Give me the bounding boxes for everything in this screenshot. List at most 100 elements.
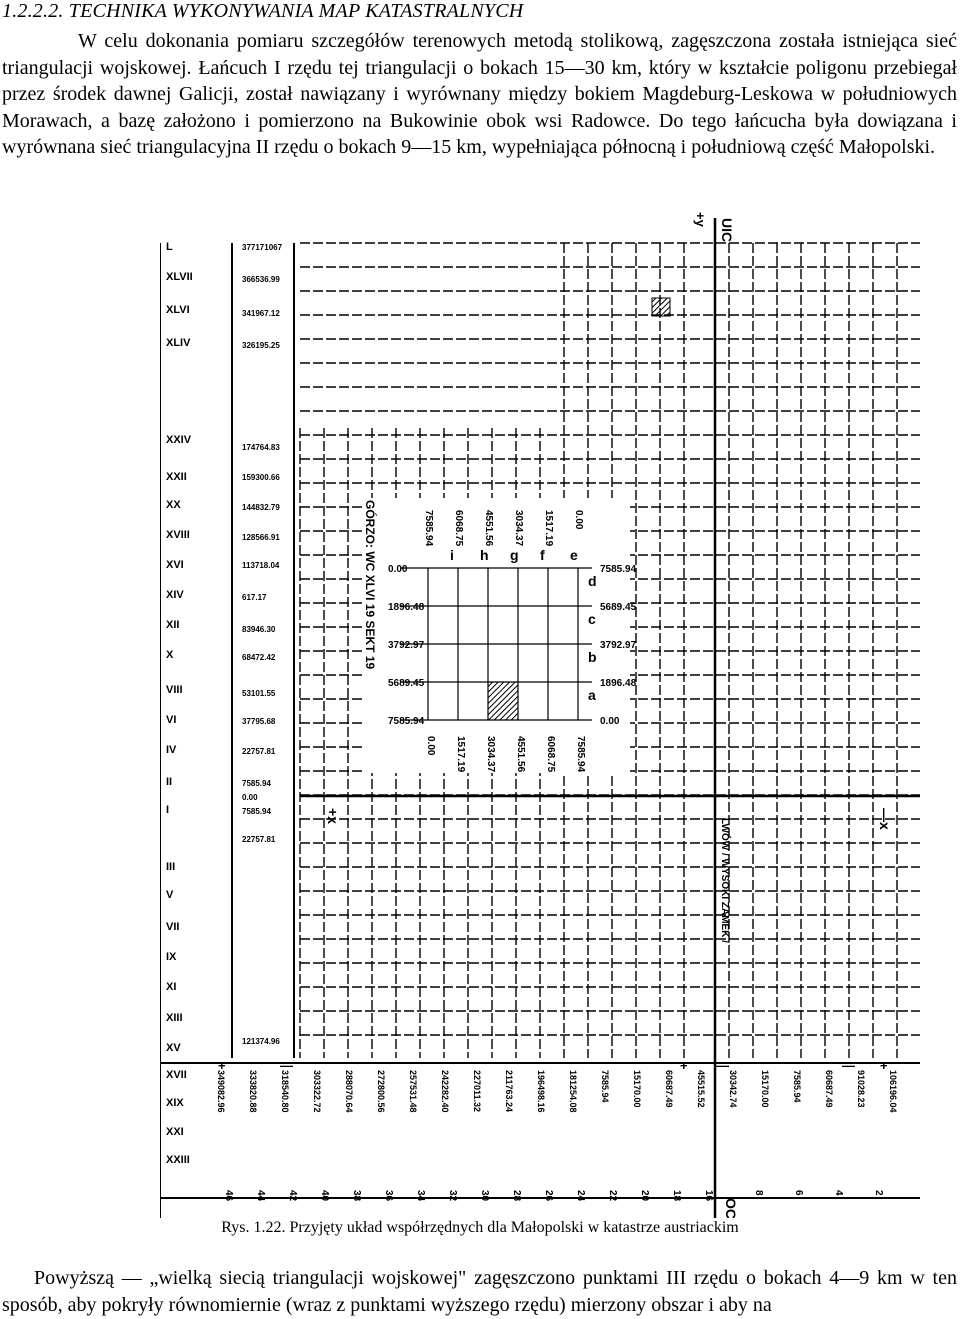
inset-top-number: 7585.94 xyxy=(423,510,434,547)
column-label: 42 xyxy=(287,1190,298,1202)
bottom-coordinate-value: 288070.64 xyxy=(344,1070,354,1113)
left-coordinate-value: 144832.79 xyxy=(242,503,280,512)
meridian-label: LWÓW / WYSOKI ZAMEK / xyxy=(719,818,732,943)
column-label: 26 xyxy=(543,1190,554,1202)
paragraph-1-text: W celu dokonania pomiaru szczegółów tere… xyxy=(2,30,957,158)
row-label: II xyxy=(166,776,172,788)
bottom-coordinate-value: 318540.80 xyxy=(280,1070,290,1113)
inset-top-number: 0.00 xyxy=(573,510,584,530)
column-label: 44 xyxy=(255,1190,266,1202)
inset-side-letter: b xyxy=(588,649,597,665)
bottom-coordinate-value: 196498.16 xyxy=(536,1070,546,1113)
bottom-coordinate-value: 106196.04 xyxy=(888,1070,898,1113)
axis-sign-mark: + xyxy=(880,1058,888,1073)
inset-top-letter: g xyxy=(510,547,519,563)
row-label: XXII xyxy=(166,471,187,483)
row-label: VI xyxy=(166,714,176,726)
inset-top-number: 4551.56 xyxy=(483,510,494,547)
sheet-label: GÓRZO: WC XLVI 19 SEKT 19 xyxy=(363,500,378,669)
row-label: VII xyxy=(166,921,179,933)
axis-bottom-label: OC xyxy=(723,1198,739,1218)
row-label: XLIV xyxy=(166,337,191,349)
column-label: 8 xyxy=(753,1190,764,1196)
left-coordinate-value: 366536.99 xyxy=(242,275,280,284)
column-label: 30 xyxy=(479,1190,490,1202)
bottom-coordinate-value: 60687.49 xyxy=(824,1070,834,1108)
left-coordinate-value: 83946.30 xyxy=(242,625,276,634)
row-label: XI xyxy=(166,981,176,993)
row-label: XXI xyxy=(166,1126,184,1138)
inset-side-letter: d xyxy=(588,573,597,589)
bottom-coordinate-value: 211763.24 xyxy=(504,1070,514,1112)
inset-left-number: 1896.48 xyxy=(388,602,425,613)
inset-bottom-number: 6068.75 xyxy=(545,736,556,773)
bottom-coordinate-value: 15170.00 xyxy=(632,1070,642,1108)
inset-right-number: 1896.48 xyxy=(600,678,637,689)
inset-left-number: 3792.97 xyxy=(388,640,425,651)
left-coordinate-value: 174764.83 xyxy=(242,443,280,452)
inset-background xyxy=(365,498,630,773)
column-label: 36 xyxy=(383,1190,394,1202)
inset-bottom-number: 0.00 xyxy=(425,736,436,756)
section-heading: 1.2.2.2. TECHNIKA WYKONYWANIA MAP KATAST… xyxy=(2,0,524,22)
row-label: XXIV xyxy=(166,434,192,446)
column-label: 28 xyxy=(511,1190,522,1202)
bottom-coordinate-value: 45515.52 xyxy=(696,1070,706,1108)
row-label: VIII xyxy=(166,684,183,696)
row-label: I xyxy=(166,804,169,816)
figure-caption: Rys. 1.22. Przyjęty układ współrzędnych … xyxy=(221,1219,739,1236)
column-label: 20 xyxy=(639,1190,650,1202)
grid-hatched-cell xyxy=(651,297,671,317)
row-label: XX xyxy=(166,499,181,511)
inset-top-number: 1517.19 xyxy=(543,510,554,547)
row-label: XVII xyxy=(166,1069,187,1081)
left-coordinate-value: 22757.81 xyxy=(242,835,276,844)
column-label: 2 xyxy=(873,1190,884,1196)
bottom-coordinate-value: 60687.49 xyxy=(664,1070,674,1108)
bottom-coordinate-value: 7585.94 xyxy=(600,1070,610,1103)
row-label: IV xyxy=(166,744,177,756)
inset-right-number: 3792.97 xyxy=(600,640,637,651)
bottom-coordinate-value: 303322.72 xyxy=(312,1070,322,1113)
bottom-coordinate-value: 272800.56 xyxy=(376,1070,386,1113)
column-label: 38 xyxy=(351,1190,362,1202)
bottom-coordinate-value: 15170.00 xyxy=(760,1070,770,1108)
axis-right-label: —x xyxy=(877,808,893,830)
axis-left-label: +x xyxy=(325,808,341,824)
paragraph-2-text: Powyższą — „wielką siecią triangulacji w… xyxy=(2,1267,957,1316)
row-label: L xyxy=(166,241,173,253)
bottom-coordinate-value: 242282.40 xyxy=(440,1070,450,1113)
bottom-coordinate-value: 91028.23 xyxy=(856,1070,866,1108)
left-coordinate-value: 0.00 xyxy=(242,793,258,802)
row-label: XVI xyxy=(166,559,184,571)
bottom-coordinate-value: 7585.94 xyxy=(792,1070,802,1103)
left-coordinate-value: 377171067 xyxy=(242,243,283,252)
row-label: III xyxy=(166,861,175,873)
axis-sign-mark: — xyxy=(842,1058,855,1073)
left-coordinate-value: 22757.81 xyxy=(242,747,276,756)
row-label: V xyxy=(166,889,174,901)
row-label: XV xyxy=(166,1042,181,1054)
inset-right-number: 0.00 xyxy=(600,716,620,727)
inset-right-number: 7585.94 xyxy=(600,564,637,575)
inset-hatched-cell xyxy=(487,681,519,721)
inset-top-letter: f xyxy=(540,547,545,563)
column-label: 6 xyxy=(793,1190,804,1196)
bottom-coordinate-value: 257531.48 xyxy=(408,1070,418,1113)
axis-sign-mark: + xyxy=(680,1058,688,1073)
column-label: 16 xyxy=(703,1190,714,1202)
column-label: 34 xyxy=(415,1190,426,1202)
row-label: XIII xyxy=(166,1012,183,1024)
row-label: XLVII xyxy=(166,271,193,283)
bottom-coordinate-value: 227011.32 xyxy=(472,1070,482,1112)
row-label: IX xyxy=(166,951,177,963)
column-label: 24 xyxy=(575,1190,586,1202)
inset-top-letter: h xyxy=(480,547,489,563)
column-label: 46 xyxy=(223,1190,234,1202)
row-label: XIV xyxy=(166,589,184,601)
row-label: X xyxy=(166,649,174,661)
inset-bottom-number: 3034.37 xyxy=(485,736,496,773)
left-coordinate-value: 7585.94 xyxy=(242,779,271,788)
axis-sign-mark: — xyxy=(716,1058,729,1073)
left-coordinate-value: 128566.91 xyxy=(242,533,280,542)
